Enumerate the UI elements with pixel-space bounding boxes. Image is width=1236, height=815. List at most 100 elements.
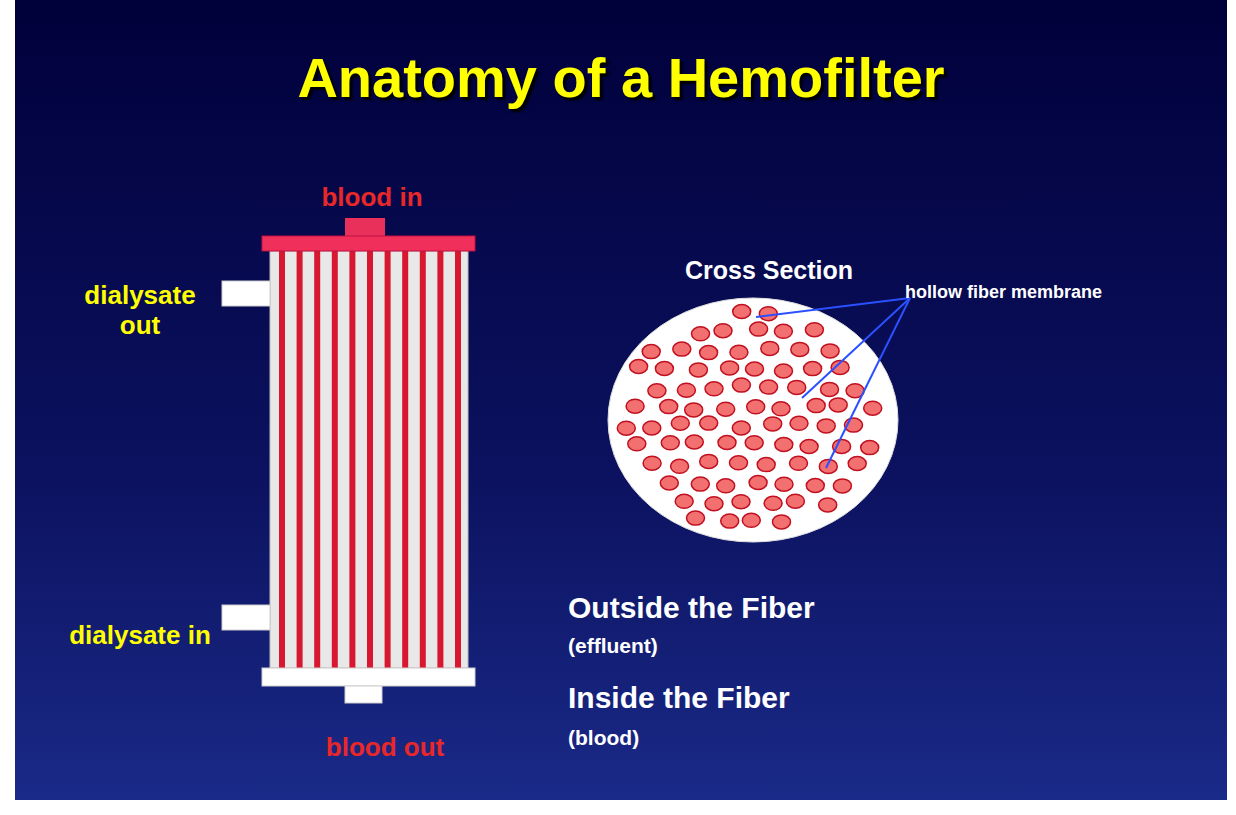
- fiber-circle: [819, 498, 837, 512]
- dialysate-in-port: [222, 605, 270, 630]
- fiber-circle: [660, 476, 678, 490]
- fiber-circle: [718, 436, 736, 450]
- section-heading: Cross Section: [685, 256, 853, 285]
- fiber-circle: [655, 362, 673, 376]
- fiber-stripe: [297, 251, 303, 668]
- fiber-stripe: [420, 251, 426, 668]
- fiber-circle: [673, 342, 691, 356]
- fiber-circle: [626, 399, 644, 413]
- fiber-circle: [628, 437, 646, 451]
- fiber-circle: [700, 346, 718, 360]
- fiber-circle: [733, 305, 751, 319]
- fiber-circle: [757, 458, 775, 472]
- fiber-circle: [746, 362, 764, 376]
- fiber-stripe: [349, 251, 355, 668]
- fiber-circle: [790, 416, 808, 430]
- fiber-circle: [689, 363, 707, 377]
- fiber-circle: [717, 479, 735, 493]
- fiber-circle: [806, 479, 824, 493]
- fiber-circle: [671, 416, 689, 430]
- port-label: blood in: [321, 183, 422, 213]
- callout-label: hollow fiber membrane: [905, 282, 1102, 303]
- fiber-circle: [786, 494, 804, 508]
- fiber-circle: [648, 384, 666, 398]
- fiber-circle: [685, 403, 703, 417]
- fiber-circle: [807, 399, 825, 413]
- fiber-circle: [675, 494, 693, 508]
- fiber-circle: [774, 324, 792, 338]
- fiber-circles: [617, 305, 881, 529]
- fiber-circle: [642, 345, 660, 359]
- fiber-circle: [643, 456, 661, 470]
- dialysate-out-port: [222, 281, 270, 306]
- fiber-stripe: [314, 251, 320, 668]
- fiber-stripe: [402, 251, 408, 668]
- fiber-circle: [764, 496, 782, 510]
- legend-note: (blood): [568, 726, 639, 750]
- legend-heading: Inside the Fiber: [568, 681, 790, 716]
- fiber-circle: [790, 456, 808, 470]
- fiber-circle: [775, 477, 793, 491]
- fiber-circle: [705, 497, 723, 511]
- bottom-cap: [262, 668, 475, 686]
- fiber-stripe: [385, 251, 391, 668]
- fiber-circle: [643, 421, 661, 435]
- fiber-stripe: [332, 251, 338, 668]
- fiber-circle: [788, 380, 806, 394]
- fiber-circle: [821, 344, 839, 358]
- fiber-circle: [760, 380, 778, 394]
- fiber-stripe: [367, 251, 373, 668]
- fiber-stripe: [279, 251, 285, 668]
- fiber-circle: [848, 457, 866, 471]
- fiber-circle: [833, 479, 851, 493]
- fiber-circle: [732, 378, 750, 392]
- fiber-circle: [817, 419, 835, 433]
- fiber-circle: [861, 441, 879, 455]
- port-label: dialysate out: [65, 281, 215, 341]
- fiber-circle: [661, 436, 679, 450]
- fiber-circle: [730, 456, 748, 470]
- fiber-circle: [742, 513, 760, 527]
- fiber-circle: [761, 341, 779, 355]
- top-cap: [262, 236, 475, 251]
- fiber-circle: [772, 402, 790, 416]
- filter-body: [270, 251, 468, 668]
- fiber-circle: [732, 421, 750, 435]
- fiber-circle: [717, 402, 735, 416]
- fiber-circle: [700, 454, 718, 468]
- port-label: blood out: [326, 733, 444, 763]
- fiber-circle: [677, 383, 695, 397]
- fiber-circle: [749, 476, 767, 490]
- fiber-circle: [747, 400, 765, 414]
- fiber-circle: [671, 459, 689, 473]
- fiber-circle: [773, 515, 791, 529]
- fiber-circle: [800, 440, 818, 454]
- fiber-circle: [804, 362, 822, 376]
- fiber-circle: [829, 398, 847, 412]
- legend-heading: Outside the Fiber: [568, 591, 815, 626]
- fiber-circle: [750, 322, 768, 336]
- fiber-circle: [732, 495, 750, 509]
- fiber-circle: [864, 401, 882, 415]
- fiber-circle: [714, 324, 732, 338]
- fiber-circle: [687, 511, 705, 525]
- fiber-circle: [721, 361, 739, 375]
- fiber-stripes: [279, 251, 461, 668]
- fiber-circle: [775, 438, 793, 452]
- fiber-circle: [791, 342, 809, 356]
- fiber-circle: [730, 345, 748, 359]
- blood-in-nub: [345, 218, 385, 236]
- fiber-circle: [685, 435, 703, 449]
- fiber-circle: [630, 360, 648, 374]
- leader-lines: [756, 298, 910, 468]
- fiber-circle: [700, 416, 718, 430]
- fiber-circle: [692, 327, 710, 341]
- blood-out-nub: [345, 686, 382, 703]
- fiber-stripe: [455, 251, 461, 668]
- legend-note: (effluent): [568, 634, 658, 658]
- cross-section-ellipse: [608, 298, 898, 542]
- fiber-circle: [691, 477, 709, 491]
- slide-title: Anatomy of a Hemofilter: [297, 46, 944, 110]
- fiber-circle: [617, 421, 635, 435]
- fiber-circle: [660, 400, 678, 414]
